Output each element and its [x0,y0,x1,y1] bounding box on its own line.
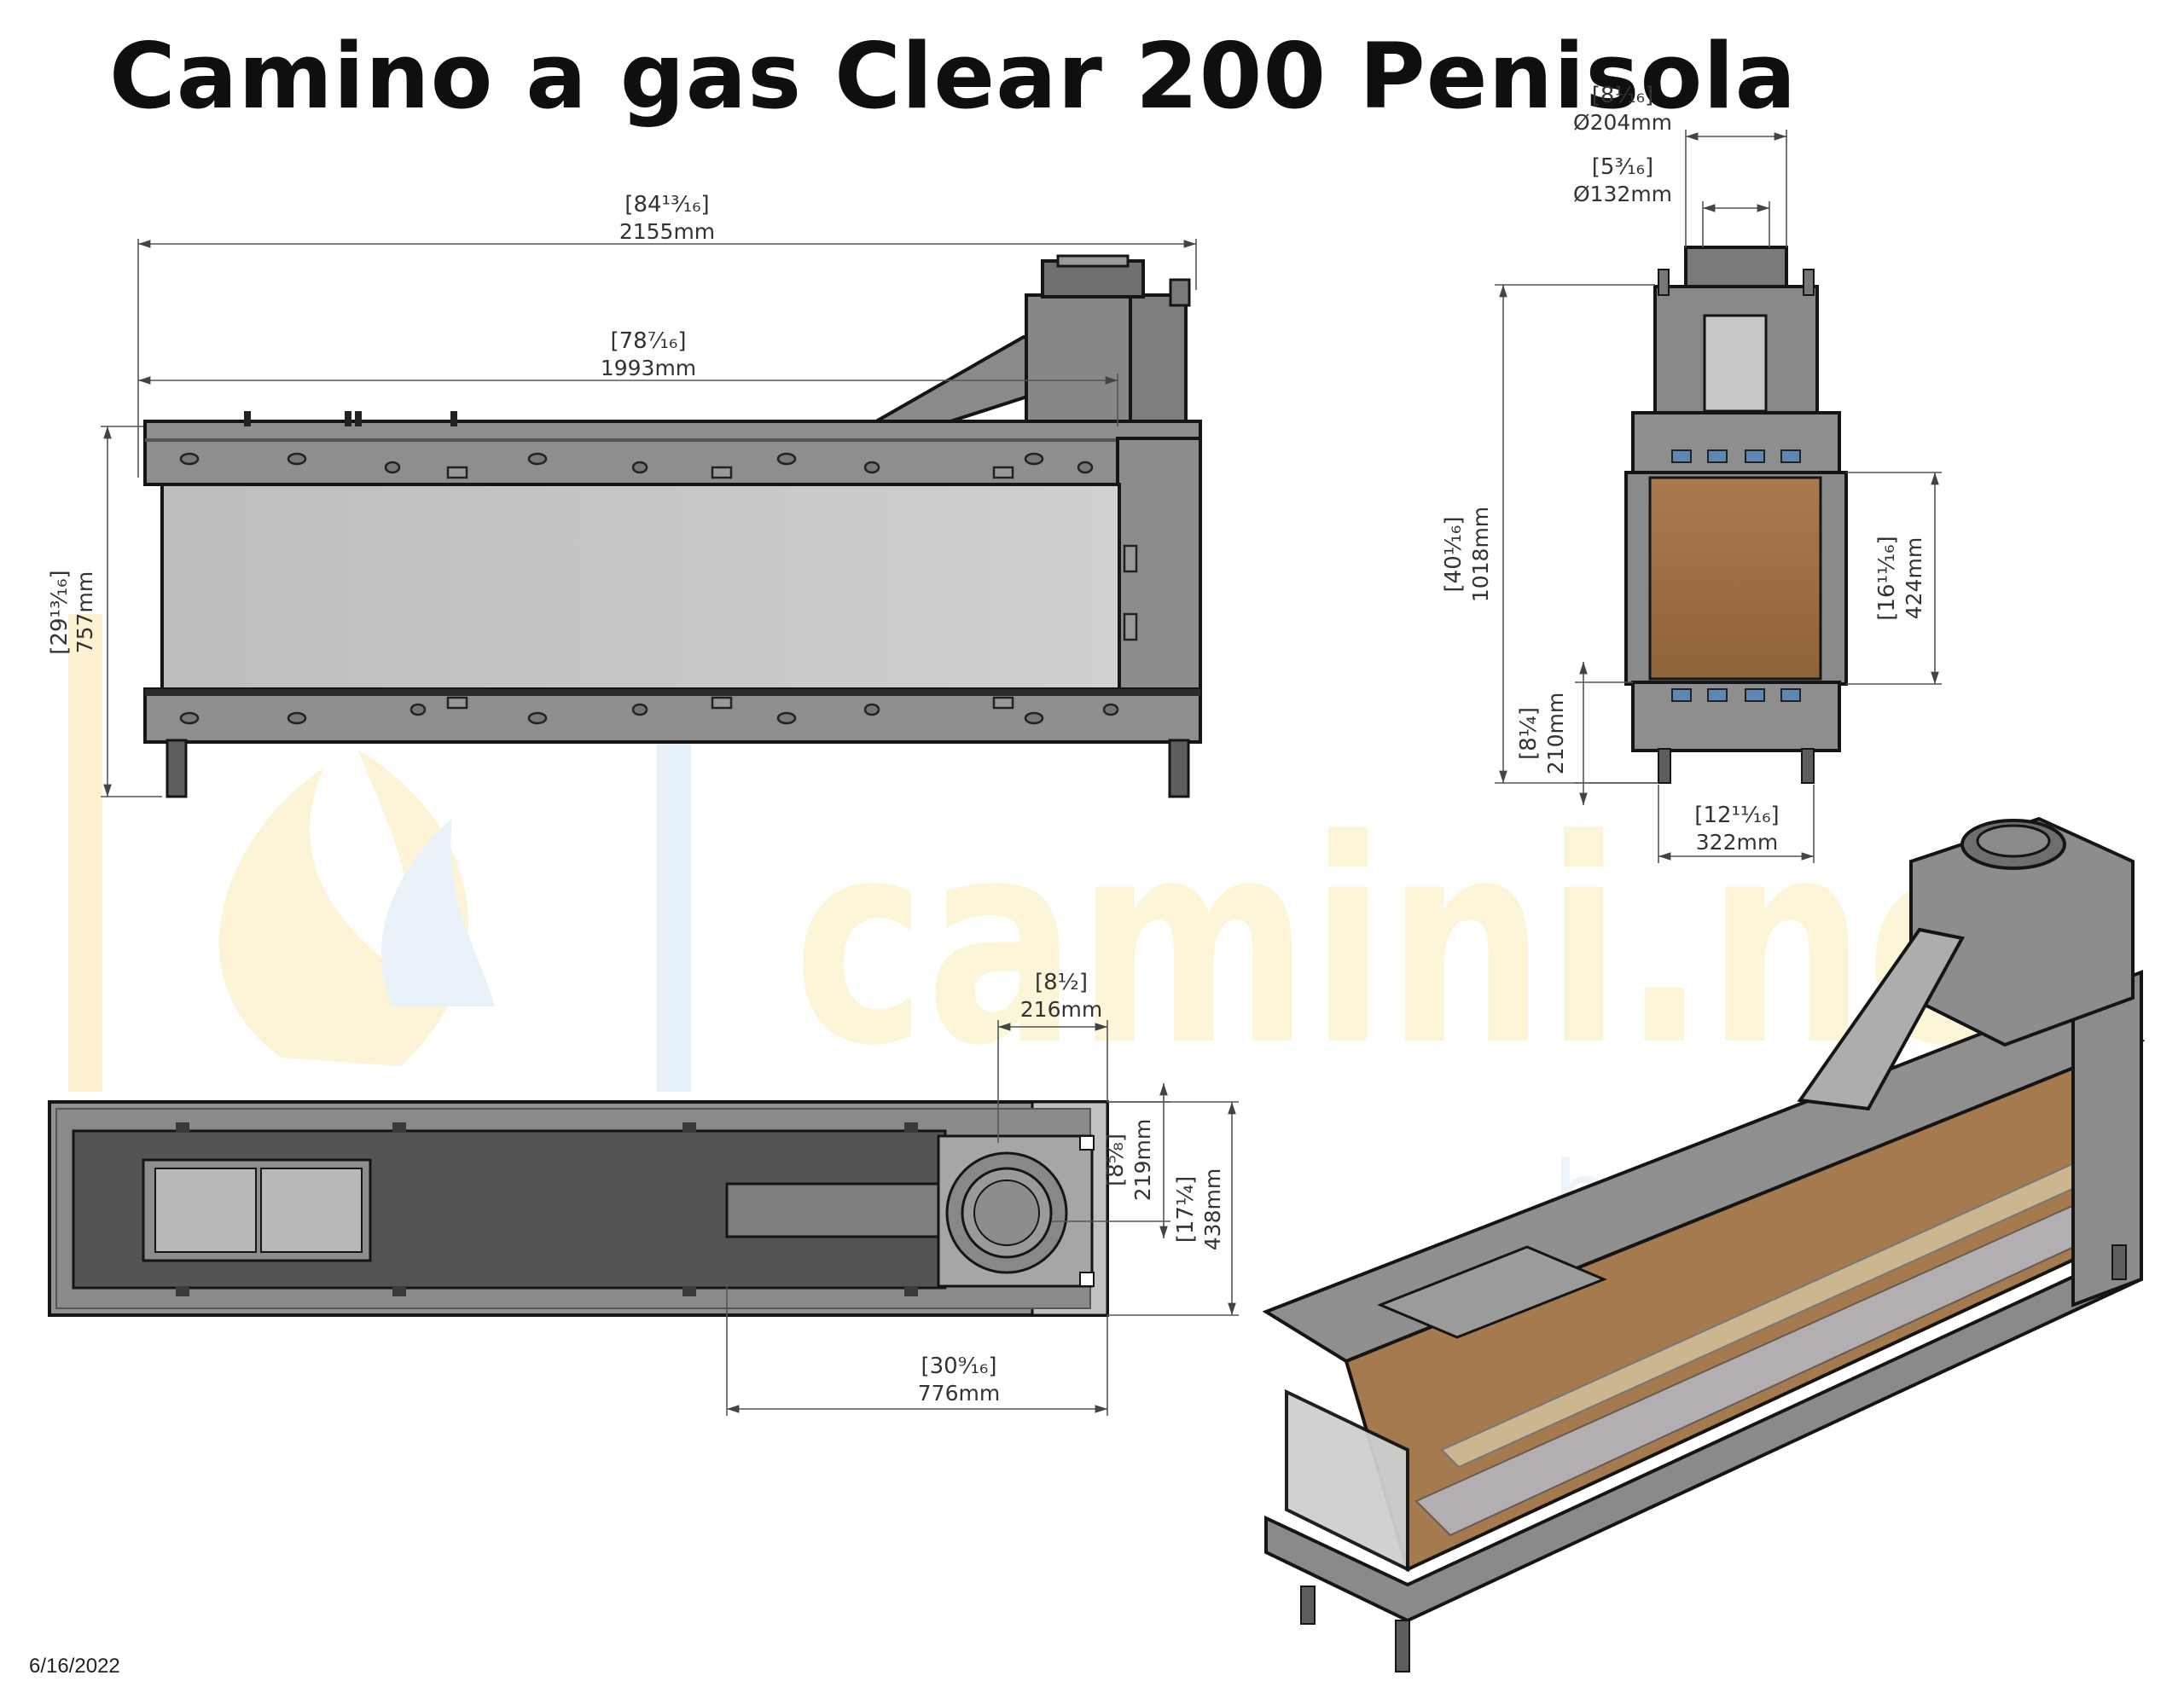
dim-top-depth-mm: 438mm [1200,1168,1225,1250]
dim-front-body-frac: [78⁷⁄₁₆] [611,328,687,354]
dim-side-glass-frac: [16¹¹⁄₁₆] [1874,536,1900,620]
dim-flue-inner-mm: Ø132mm [1573,182,1672,206]
dim-side-leg-frac: [8¹⁄₄] [1516,707,1542,760]
front-dimensions: [84¹³⁄₁₆] 2155mm [78⁷⁄₁₆] 1993mm [29¹³⁄₁… [47,192,1197,797]
dim-front-total-mm: 2155mm [619,219,715,244]
top-view [48,1100,1109,1317]
watermark-text: camini.net [793,780,2124,1107]
page-title: Camino a gas Clear 200 Penisola [109,24,1798,129]
dim-flue-outer-frac: [8¹⁄₁₆] [1592,83,1653,108]
dim-flue-outer-mm: Ø204mm [1573,110,1672,135]
front-view [143,254,1202,798]
watermark: camini.net by paolo... [68,614,2124,1250]
date-stamp: 6/16/2022 [29,1655,120,1678]
dim-top-depth-frac: [17¹⁄₄] [1173,1176,1199,1244]
dim-side-glass-mm: 424mm [1902,537,1926,619]
dim-top-flue-width-mm: 216mm [1020,997,1102,1022]
dim-top-flue-offset-mm: 219mm [1130,1119,1155,1201]
side-dimensions: [8¹⁄₁₆] Ø204mm [5³⁄₁₆] Ø132mm [40¹⁄₁₆] 1… [1441,83,1942,863]
dim-side-leg-mm: 210mm [1543,693,1568,774]
dim-front-body-mm: 1993mm [601,356,696,380]
dim-top-flue-width-frac: [8¹⁄₂] [1035,970,1088,995]
dim-side-height-mm: 1018mm [1468,507,1493,602]
top-dimensions: [8¹⁄₂] 216mm [8⁵⁄₈] 219mm [17¹⁄₄] 438mm … [726,970,1239,1416]
dim-front-height-mm: 757mm [73,571,97,653]
dim-front-total-frac: [84¹³⁄₁₆] [624,192,709,217]
dim-top-flue-distance-frac: [30⁹⁄₁₆] [921,1354,997,1379]
dim-side-width-mm: 322mm [1696,830,1778,855]
side-view [1624,246,1848,784]
dim-top-flue-offset-frac: [8⁵⁄₈] [1103,1133,1129,1186]
dim-top-flue-distance-mm: 776mm [918,1381,1000,1406]
dim-side-width-frac: [12¹¹⁄₁₆] [1694,803,1779,828]
dim-flue-inner-frac: [5³⁄₁₆] [1592,154,1653,180]
dim-front-height-frac: [29¹³⁄₁₆] [47,570,73,654]
dim-side-height-frac: [40¹⁄₁₆] [1441,517,1467,593]
isometric-view [1262,816,2146,1673]
